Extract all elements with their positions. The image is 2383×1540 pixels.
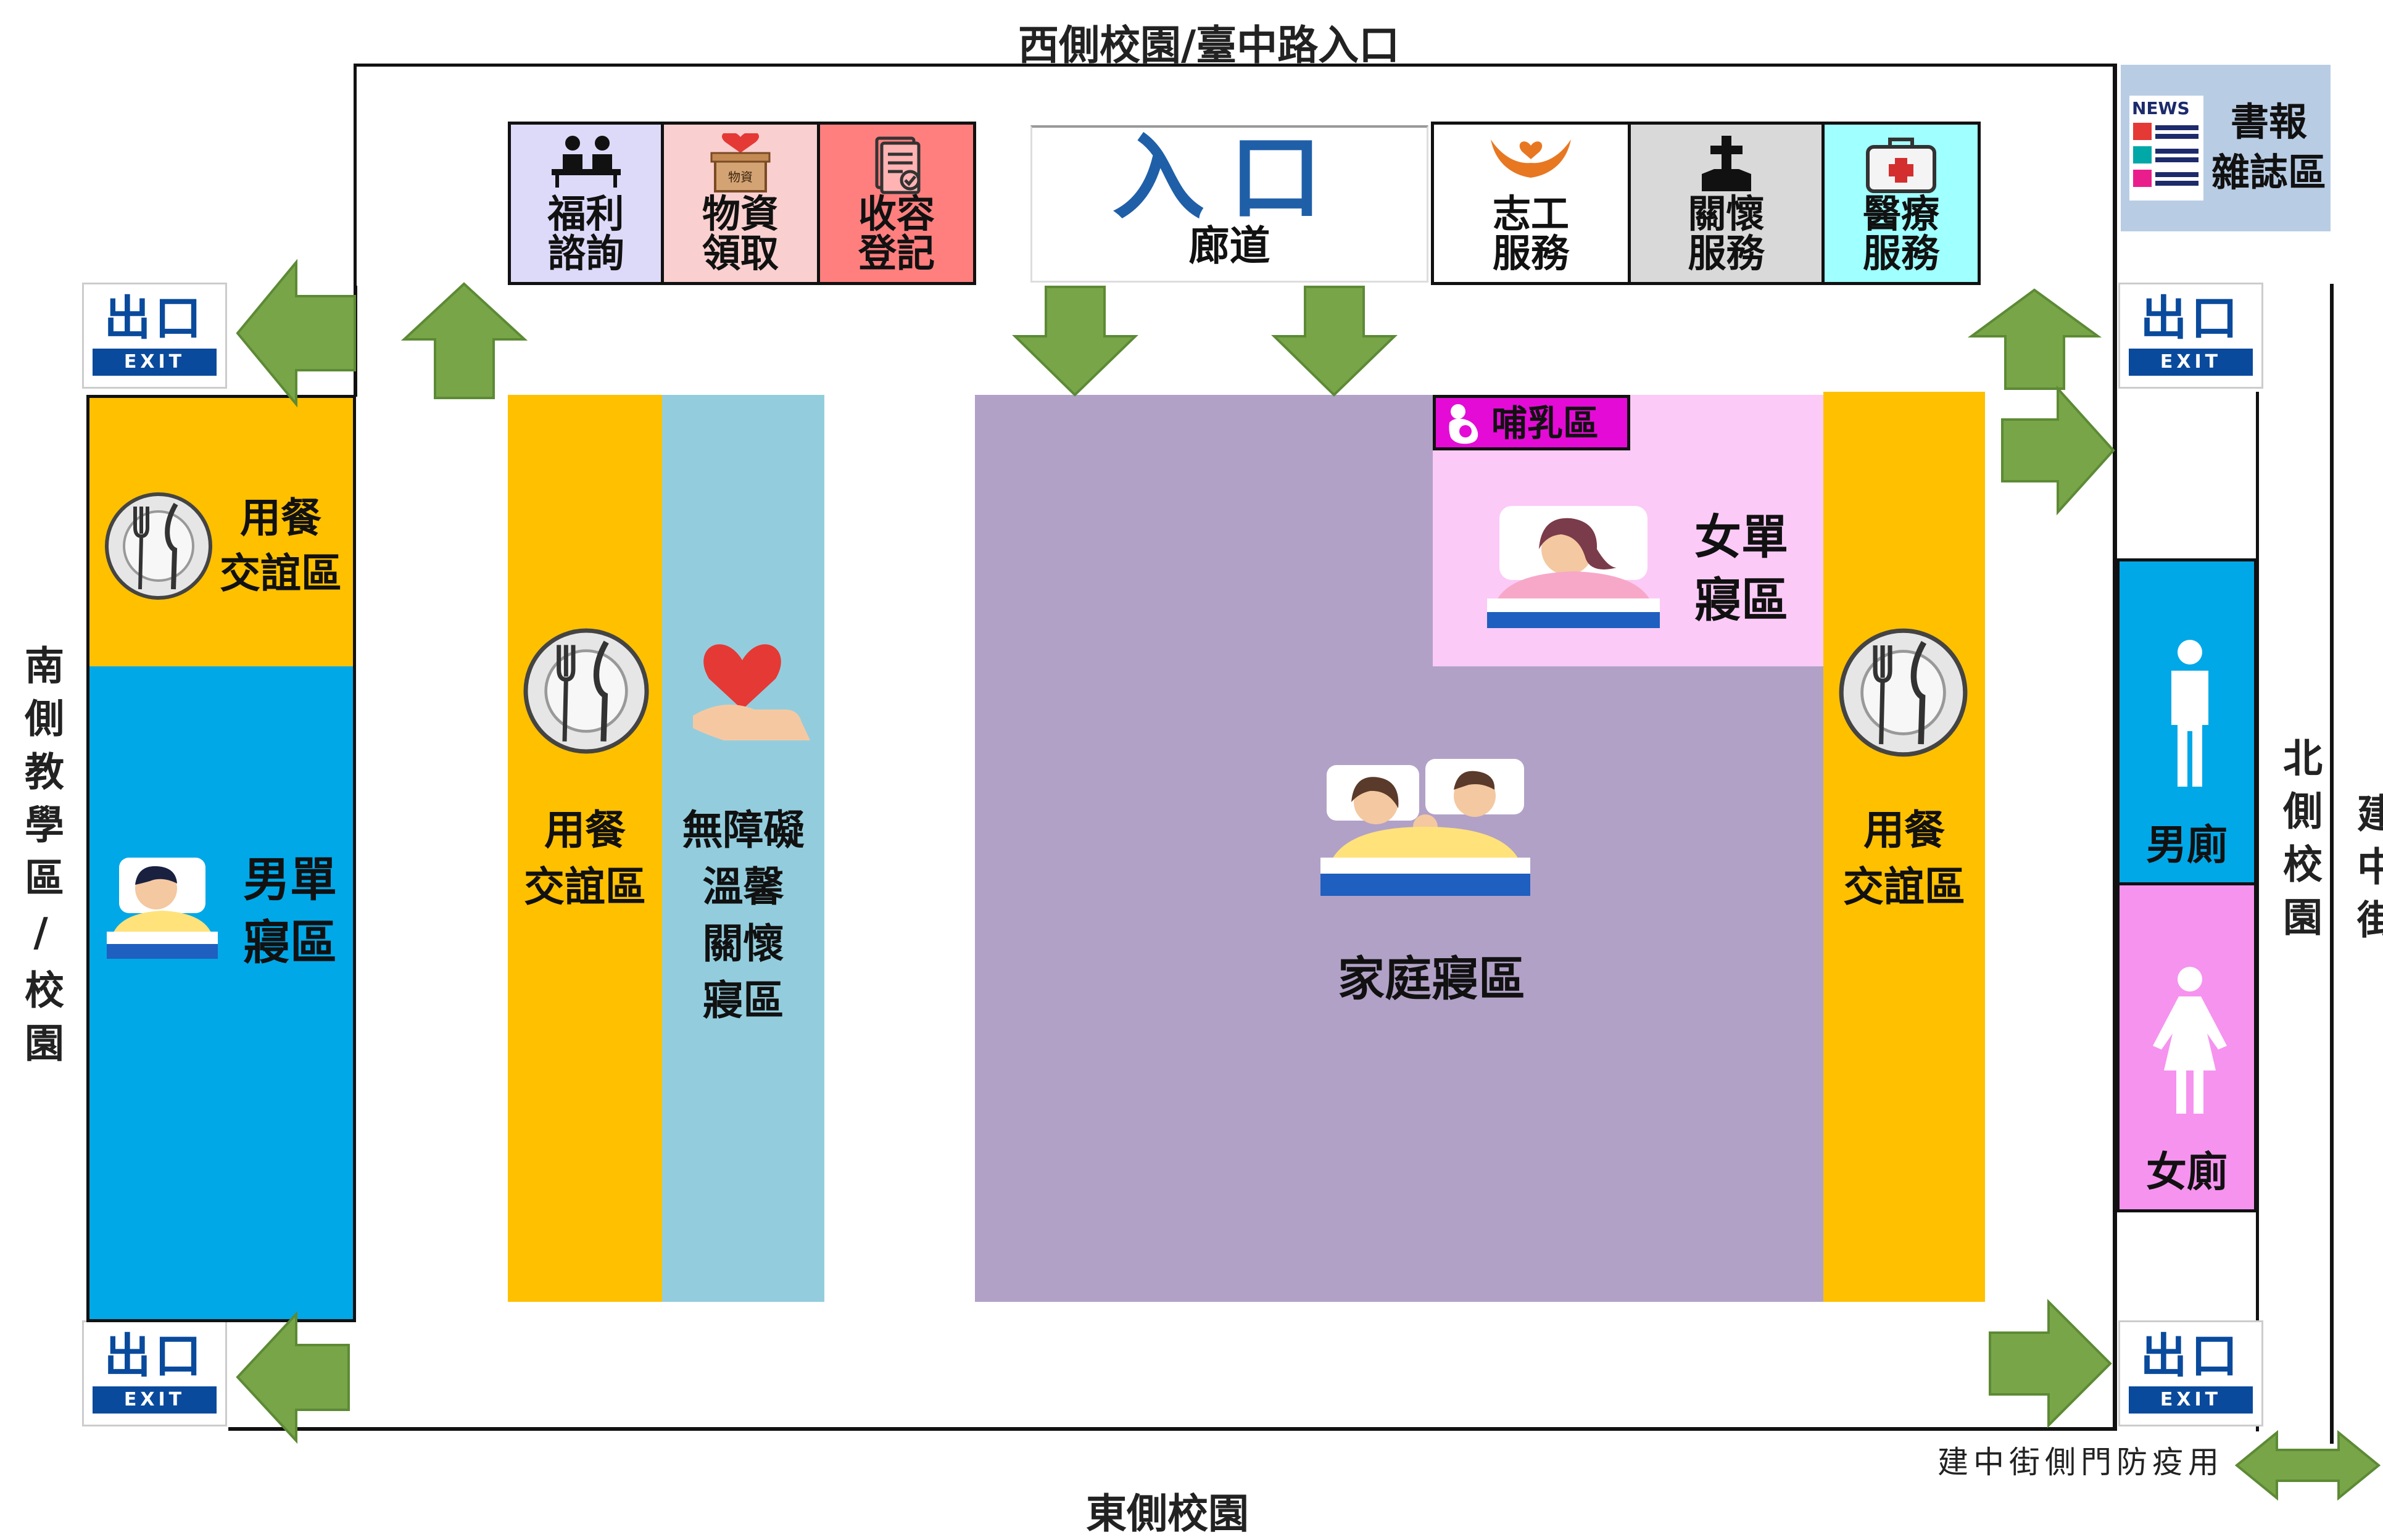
helping-hands-icon (1491, 139, 1571, 178)
exit-text: 出口 (93, 293, 217, 344)
sleeping-man-icon (107, 858, 218, 959)
building-outline-bottom (228, 1427, 2117, 1431)
arrow-up-icon (400, 282, 528, 399)
male-figure-icon (2171, 640, 2208, 787)
arrow-up-icon (1967, 288, 2102, 390)
zone-label: 用餐 交誼區 (524, 806, 646, 911)
arrow-bidirectional-icon (2234, 1430, 2381, 1501)
exit-subtext: EXIT (2129, 1386, 2253, 1414)
zone-male-toilet[interactable]: 男廁 (2116, 558, 2257, 885)
service-volunteer[interactable]: 志工 服務 (1431, 122, 1631, 285)
news-magazine-area[interactable]: NEWS 書報 雜誌區 (2121, 65, 2331, 231)
zone-accessible[interactable]: 無障礙 溫馨 關懷 寢區 (662, 395, 824, 1302)
arrow-right-icon (2001, 385, 2115, 516)
service-label: 志工 服務 (1492, 191, 1569, 276)
entrance-title: 入口 (1112, 125, 1347, 232)
exit-sign-northeast[interactable]: 出口 EXIT (2118, 1320, 2263, 1426)
supply-box-icon: 物資 (710, 133, 771, 192)
corridor-label: 廊道 (1188, 222, 1270, 270)
news-label: 書報 雜誌區 (2211, 99, 2326, 195)
exit-text: 出口 (2129, 1331, 2253, 1381)
zone-dining-north[interactable]: 用餐 交誼區 (1823, 392, 1985, 1302)
exit-text: 出口 (93, 1331, 217, 1381)
zone-male-single[interactable]: 男單 寢區 (86, 666, 356, 1322)
service-supply-pickup[interactable]: 物資 物資 領取 (664, 122, 820, 285)
west-campus-label: 西側校園/臺中路入口 (1018, 22, 1400, 69)
counter-staff-icon (551, 136, 621, 188)
service-welfare-consult[interactable]: 福利 諮詢 (508, 122, 664, 285)
arrow-down-icon (1012, 286, 1138, 397)
zone-dining-south[interactable]: 用餐 交誼區 (86, 395, 356, 666)
exit-subtext: EXIT (93, 349, 217, 376)
news-badge-text: NEWS (2132, 98, 2190, 118)
zone-label: 哺乳區 (1491, 402, 1599, 444)
nursing-mother-icon (1449, 404, 1478, 444)
arrow-left-exit-icon (236, 1310, 350, 1444)
family-sleeping-icon (1320, 759, 1530, 896)
exit-subtext: EXIT (93, 1386, 217, 1414)
north-campus-label: 北側校園 (2276, 737, 2322, 950)
zone-label: 女廁 (2146, 1148, 2228, 1196)
side-gate-label: 建中街側門防疫用 (1937, 1444, 2224, 1480)
supply-badge-text: 物資 (728, 170, 753, 184)
plate-fork-knife-icon (1839, 628, 1968, 757)
exit-text: 出口 (2129, 293, 2253, 344)
service-label: 關懷 服務 (1688, 191, 1765, 276)
toilet-column-line (2256, 392, 2259, 1431)
zone-label: 用餐 交誼區 (1843, 806, 1965, 911)
plate-fork-knife-icon (523, 628, 649, 754)
zone-dining-middle[interactable]: 用餐 交誼區 (508, 395, 662, 1302)
service-care[interactable]: 關懷 服務 (1631, 122, 1825, 285)
zone-female-toilet[interactable]: 女廁 (2116, 885, 2257, 1212)
zone-label: 女單 寢區 (1694, 510, 1788, 627)
exit-sign-northwest[interactable]: 出口 EXIT (2118, 283, 2263, 389)
plate-fork-knife-icon (105, 492, 212, 600)
service-label: 收容 登記 (858, 191, 935, 276)
service-label: 福利 諮詢 (547, 191, 624, 276)
zone-nursing[interactable]: 哺乳區 (1433, 395, 1630, 450)
female-figure-icon (2153, 967, 2227, 1114)
exit-subtext: EXIT (2129, 349, 2253, 376)
entrance-corridor[interactable]: 入口 廊道 (1030, 125, 1428, 283)
clipboard-icon (875, 136, 921, 194)
building-outline-right (2113, 64, 2117, 1430)
zone-label: 男廁 (2146, 821, 2228, 869)
arrow-down-icon (1271, 286, 1398, 397)
medical-kit-icon (1866, 138, 1936, 193)
arrow-right-exit-icon (1989, 1299, 2112, 1428)
north-boundary-line (2330, 284, 2334, 1444)
south-campus-label: 南側教學區/校園 (18, 645, 64, 1075)
arrow-left-exit-icon (236, 259, 356, 408)
zone-label: 用餐 交誼區 (220, 494, 342, 597)
service-label: 醫療 服務 (1862, 191, 1939, 276)
service-shelter-register[interactable]: 收容 登記 (820, 122, 976, 285)
cross-icon (1701, 136, 1751, 191)
zone-label: 無障礙 溫馨 關懷 寢區 (682, 806, 805, 1024)
zone-label: 男單 寢區 (243, 852, 337, 970)
service-label: 物資 領取 (702, 191, 779, 276)
jianzhong-street-label: 建中街 (2350, 793, 2383, 952)
sleeping-woman-icon (1487, 506, 1660, 628)
zone-label: 家庭寢區 (1338, 951, 1525, 1006)
heart-hand-icon (693, 644, 810, 740)
service-medical[interactable]: 醫療 服務 (1825, 122, 1981, 285)
exit-sign-southwest-top[interactable]: 出口 EXIT (82, 283, 227, 389)
newspaper-icon: NEWS (2129, 96, 2203, 201)
